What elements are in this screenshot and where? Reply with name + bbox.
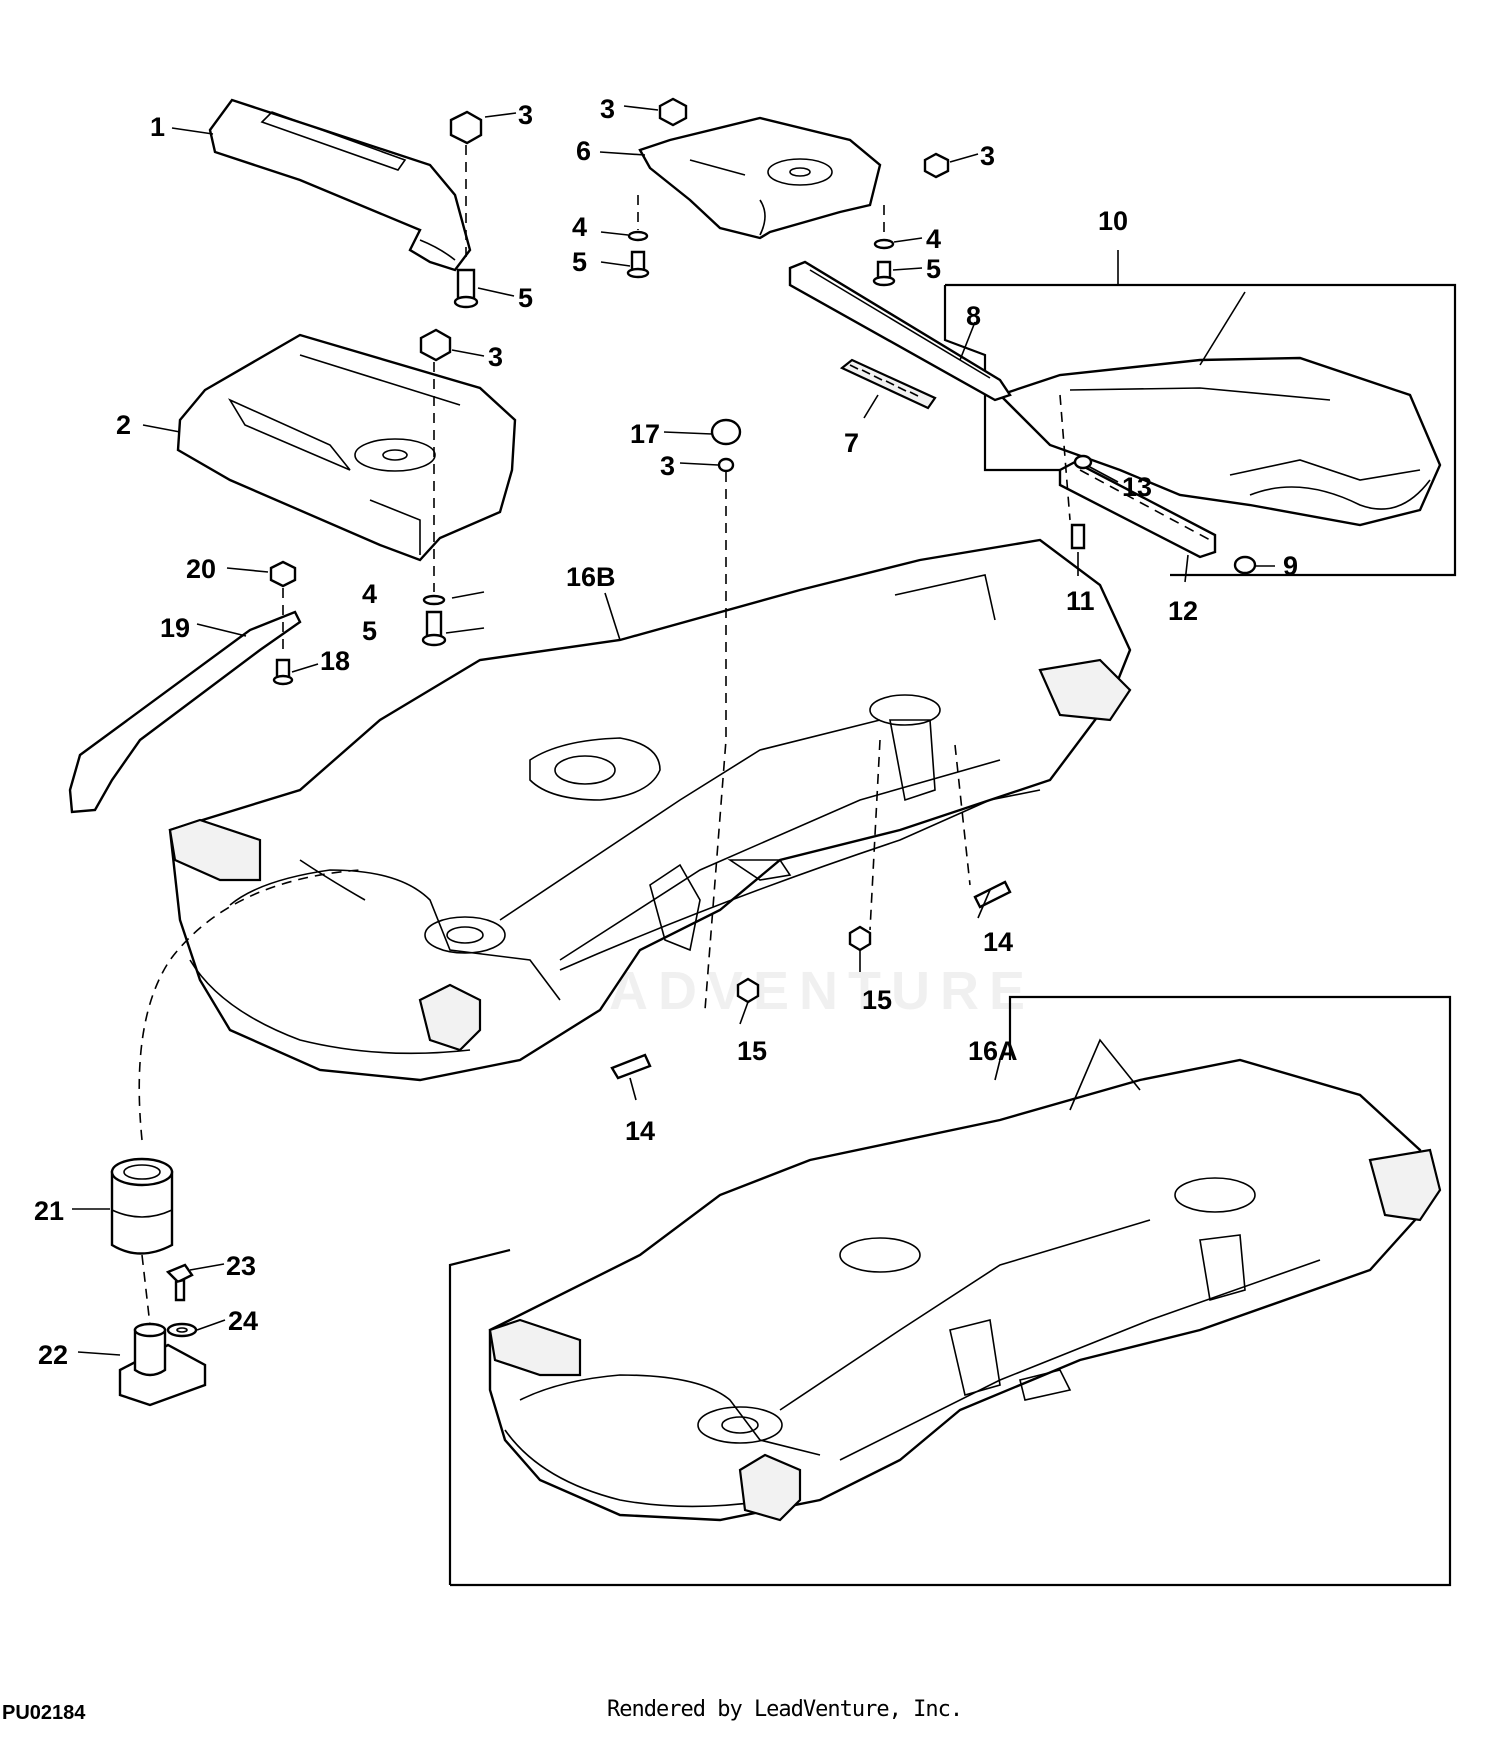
callout-5-right: 5 [926,254,941,284]
callout-15-lower: 15 [737,1036,767,1066]
callout-19: 19 [160,613,190,643]
callout-14-lower: 14 [625,1116,655,1146]
callout-10: 10 [1098,206,1128,236]
callout-16b: 16B [566,562,616,592]
callout-4-lower: 4 [362,579,377,609]
callout-1: 1 [150,112,165,142]
callout-3-part1: 3 [518,100,533,130]
callout-12: 12 [1168,596,1198,626]
part-10-assembly-box [788,260,1457,577]
part-19-baffle [68,610,302,814]
hardware [269,97,1257,1080]
callout-17: 17 [630,419,660,449]
callout-16a: 16A [968,1036,1018,1066]
part-23-bolt [165,1263,194,1302]
callout-3-knob: 3 [660,451,675,481]
deck-16a [448,995,1452,1587]
callout-2: 2 [116,410,131,440]
leader-lines [72,105,1275,1356]
callout-22: 22 [38,1340,68,1370]
part-24-washer [166,1322,198,1338]
part-22-spindle-mount [118,1322,207,1407]
part-1-bracket [208,98,472,272]
callout-7: 7 [844,428,859,458]
callout-6: 6 [576,136,591,166]
callout-14-upper: 14 [983,927,1013,957]
callout-11: 11 [1066,586,1095,616]
deck-16b [168,538,1132,1082]
callout-3-part6: 3 [980,141,995,171]
callout-4-right: 4 [926,224,941,254]
center-lines [138,145,1071,1326]
callout-13: 13 [1122,472,1152,502]
callout-labels: 1 2 3 3 3 3 3 4 4 4 5 5 5 5 6 7 8 9 10 1… [34,94,1298,1370]
callout-5-left: 5 [572,247,587,277]
callout-8: 8 [966,301,981,331]
callout-18: 18 [320,646,350,676]
callout-9: 9 [1283,551,1298,581]
callout-20: 20 [186,554,216,584]
rendered-by-credit: Rendered by LeadVenture, Inc. [607,1697,963,1722]
part-2-belt-shield [176,333,517,562]
callout-4-left: 4 [572,212,587,242]
callout-5-part1: 5 [518,283,533,313]
callout-24: 24 [228,1306,258,1336]
part-6-shield [638,116,882,240]
callout-23: 23 [226,1251,256,1281]
callout-21: 21 [34,1196,64,1226]
part-7-spring [839,358,937,410]
callout-15-upper: 15 [862,985,892,1015]
callout-3-part2: 3 [488,342,503,372]
diagram-code: PU02184 [2,1702,86,1724]
callout-5-lower: 5 [362,616,377,646]
part-21-bushing [110,1157,174,1255]
callout-3-top: 3 [600,94,615,124]
